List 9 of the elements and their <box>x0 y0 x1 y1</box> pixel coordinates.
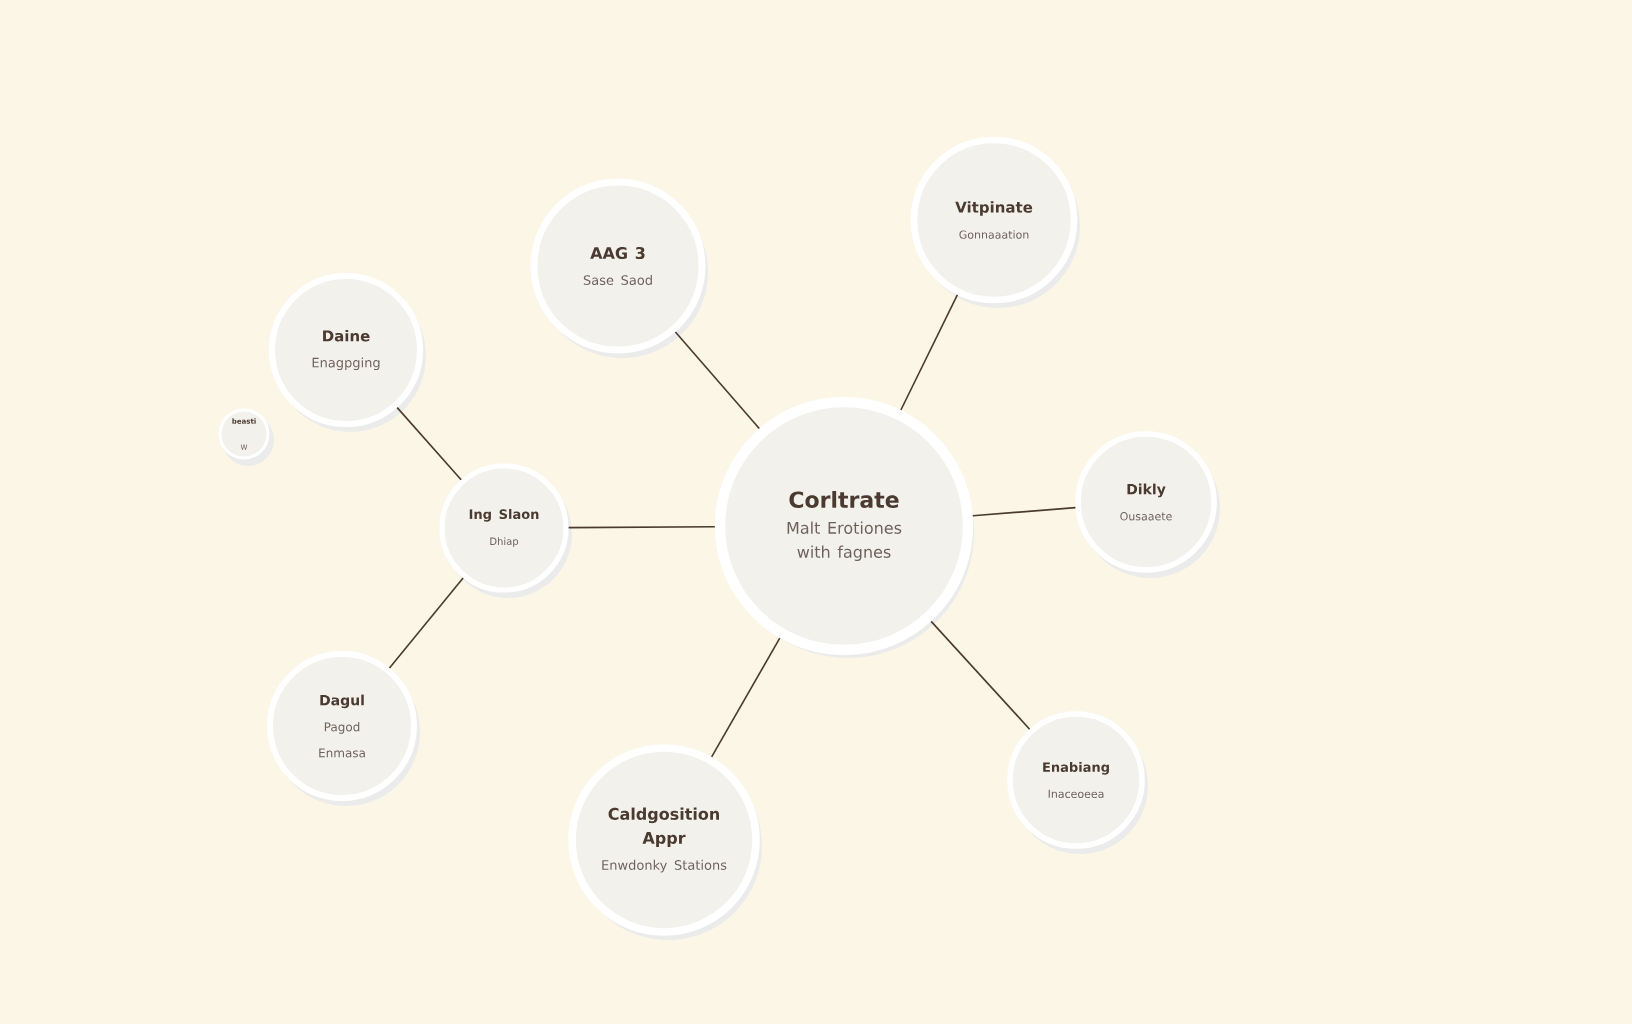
connector-line <box>710 637 781 758</box>
circle-node: Corltrate Malt Erotiones with fagnes <box>714 396 974 656</box>
connector-line <box>388 577 464 669</box>
connector-line <box>674 331 761 430</box>
connector-line <box>396 406 462 481</box>
connector-line <box>567 525 716 529</box>
connector-line <box>972 506 1077 517</box>
connector-line <box>900 294 959 411</box>
connector-line <box>930 620 1031 730</box>
